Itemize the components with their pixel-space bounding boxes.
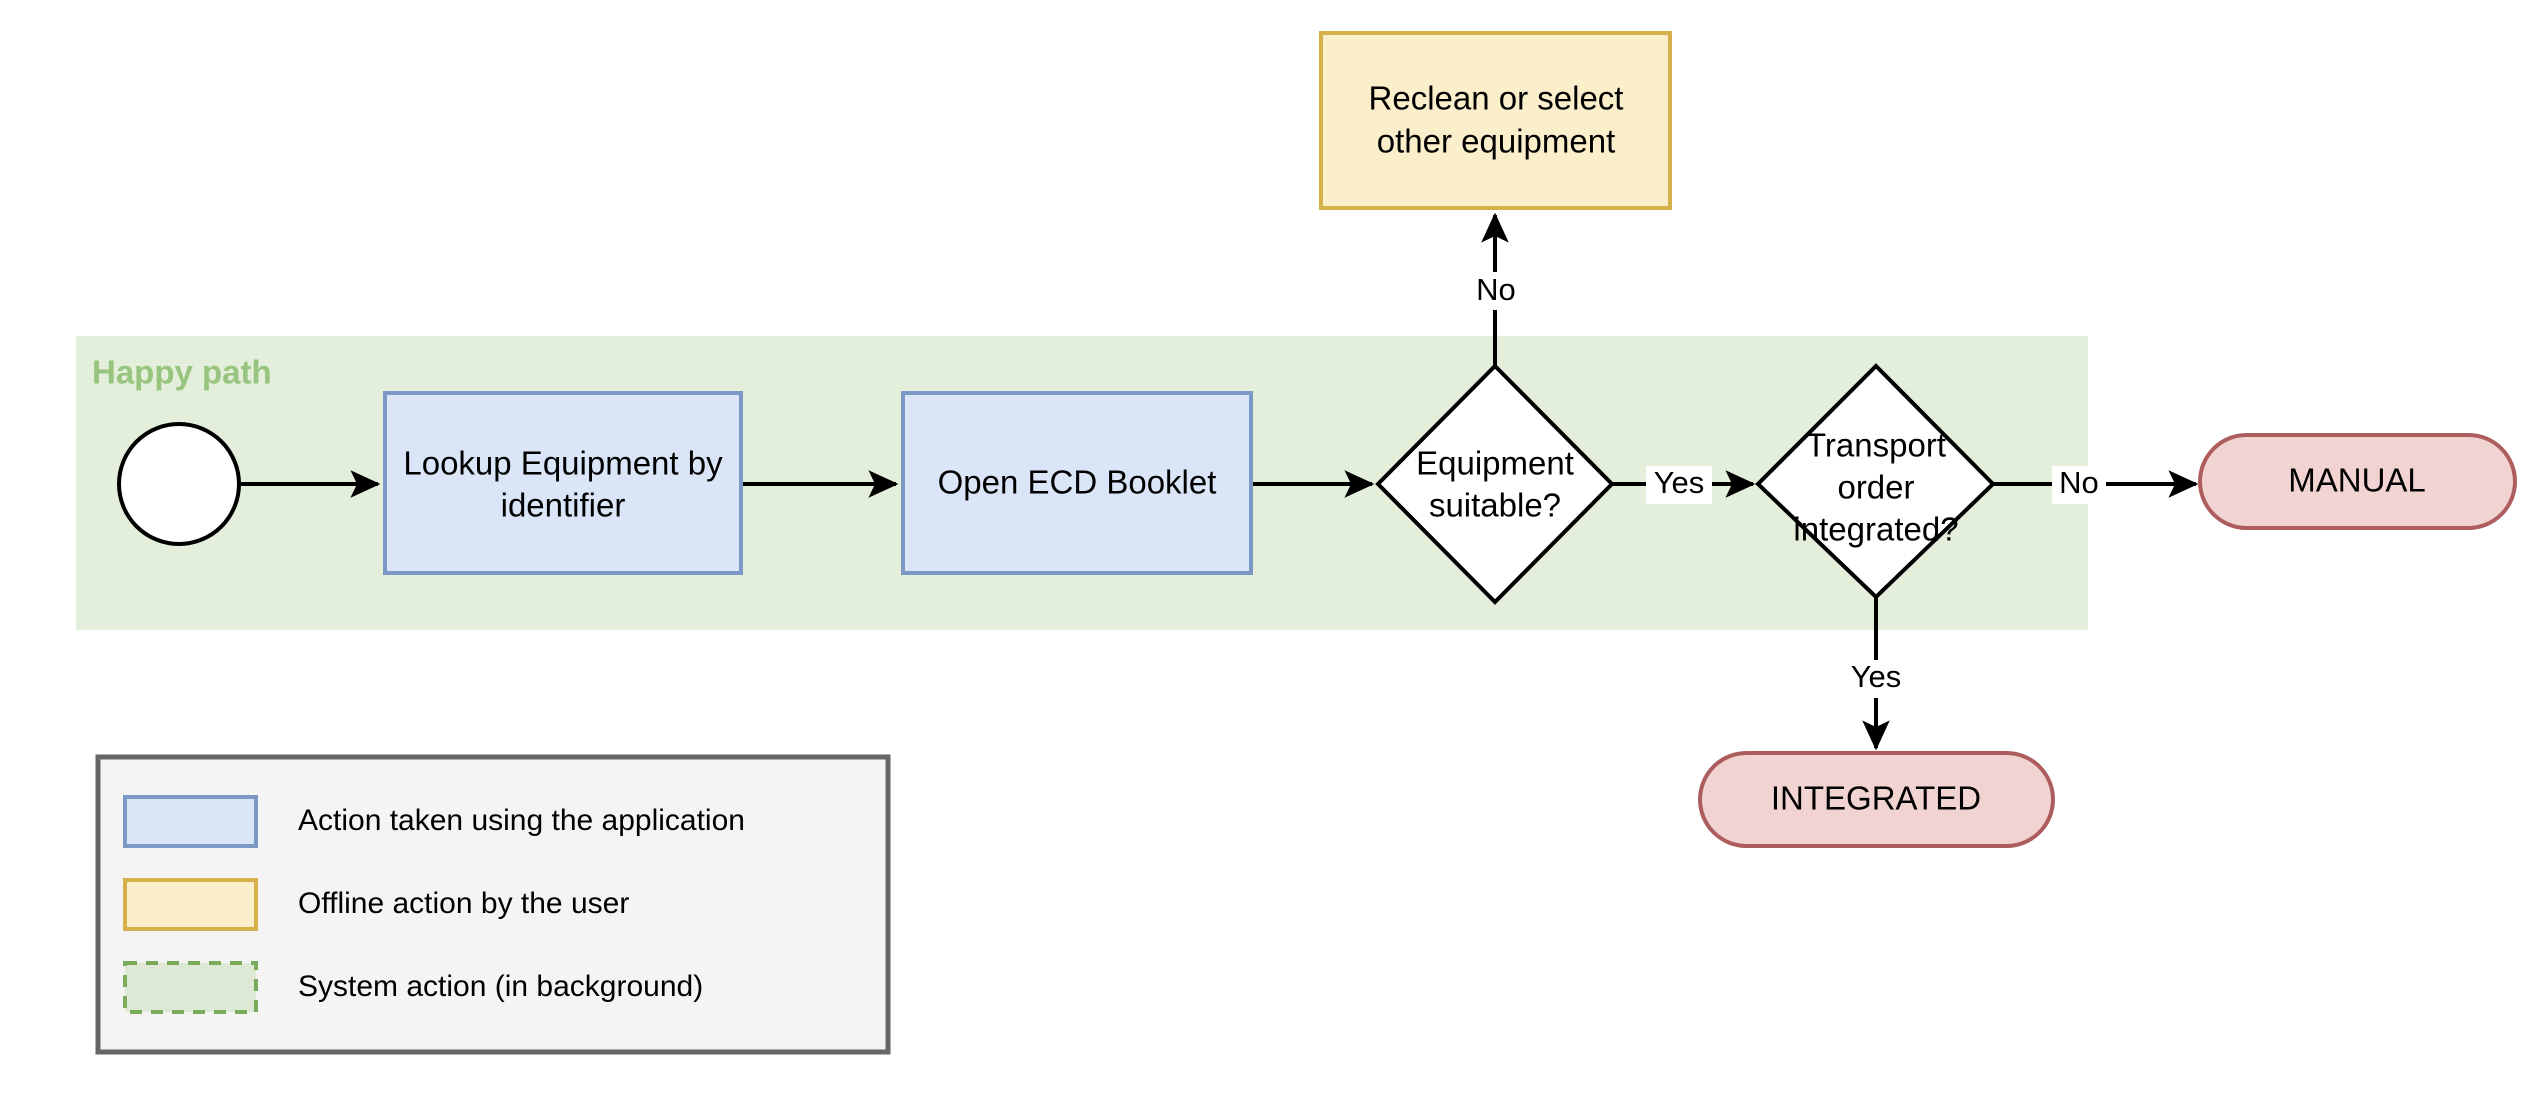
node-label-line2: order [1837,469,1914,506]
edge-label-yes-integrated: Yes [1851,659,1902,694]
edge-label-backdrop [1646,466,1712,504]
legend-item-offline-action: Offline action by the user [123,878,629,931]
legend-item-system-action: System action (in background) [123,961,703,1014]
edge-integrated-yes: Yes [1843,597,1909,751]
node-label-line2: other equipment [1377,123,1616,160]
node-label-line1: Transport [1806,427,1946,464]
node-label-line1: INTEGRATED [1771,780,1981,817]
legend-swatch-application-action [123,795,258,848]
happy-path-pool-title: Happy path [92,354,272,391]
legend-item-application-action: Action taken using the application [123,795,745,848]
legend-label-offline-action: Offline action by the user [298,887,629,920]
legend-label-system-action: System action (in background) [298,970,703,1003]
node-open-ecd-booklet[interactable]: Open ECD Booklet [901,391,1253,575]
node-lookup-equipment[interactable]: Lookup Equipment by identifier [383,391,743,575]
edge-suitable-yes: Yes [1612,465,1756,504]
node-shape-rectangle [1319,31,1672,210]
edge-label-no-suitable: No [1476,272,1516,307]
edge-label-backdrop [1843,660,1909,698]
node-equipment-suitable[interactable]: Equipment suitable? [1375,363,1615,605]
legend-label-application-action: Action taken using the application [298,804,745,837]
edge-label-yes-suitable: Yes [1654,465,1705,500]
node-label-line1: Lookup Equipment by [403,445,723,482]
node-label-line1: Equipment [1416,445,1574,482]
node-shape-diamond [1755,363,1996,600]
node-shape-rectangle [383,391,743,575]
edge-suitable-no: No [1468,212,1524,366]
node-label-line3: integrated? [1793,511,1958,548]
node-label-line1: MANUAL [2288,462,2426,499]
node-label-line1: Reclean or select [1369,80,1624,117]
node-shape-rectangle [901,391,1253,575]
node-label-line1: Open ECD Booklet [938,464,1217,501]
edge-label-no-integrated: No [2059,465,2099,500]
edge-label-backdrop [2052,466,2106,504]
node-reclean-or-select[interactable]: Reclean or select other equipment [1319,31,1672,210]
node-manual[interactable]: MANUAL [2198,433,2517,530]
legend-swatch-offline-action [123,878,258,931]
node-start[interactable] [117,422,241,546]
node-integrated[interactable]: INTEGRATED [1698,751,2055,848]
node-label-line2: identifier [501,487,626,524]
node-transport-order-integrated[interactable]: Transport order integrated? [1755,363,1996,600]
node-shape-rounded-terminal [1698,751,2055,848]
start-circle-shape [117,422,241,546]
node-shape-rounded-terminal [2198,433,2517,530]
node-label-line2: suitable? [1429,487,1561,524]
edge-label-backdrop [1468,272,1524,310]
edge-integrated-no: No [1993,465,2199,504]
legend: Action taken using the application Offli… [95,754,891,1055]
legend-swatch-system-action [123,961,258,1014]
node-shape-diamond [1375,363,1615,605]
